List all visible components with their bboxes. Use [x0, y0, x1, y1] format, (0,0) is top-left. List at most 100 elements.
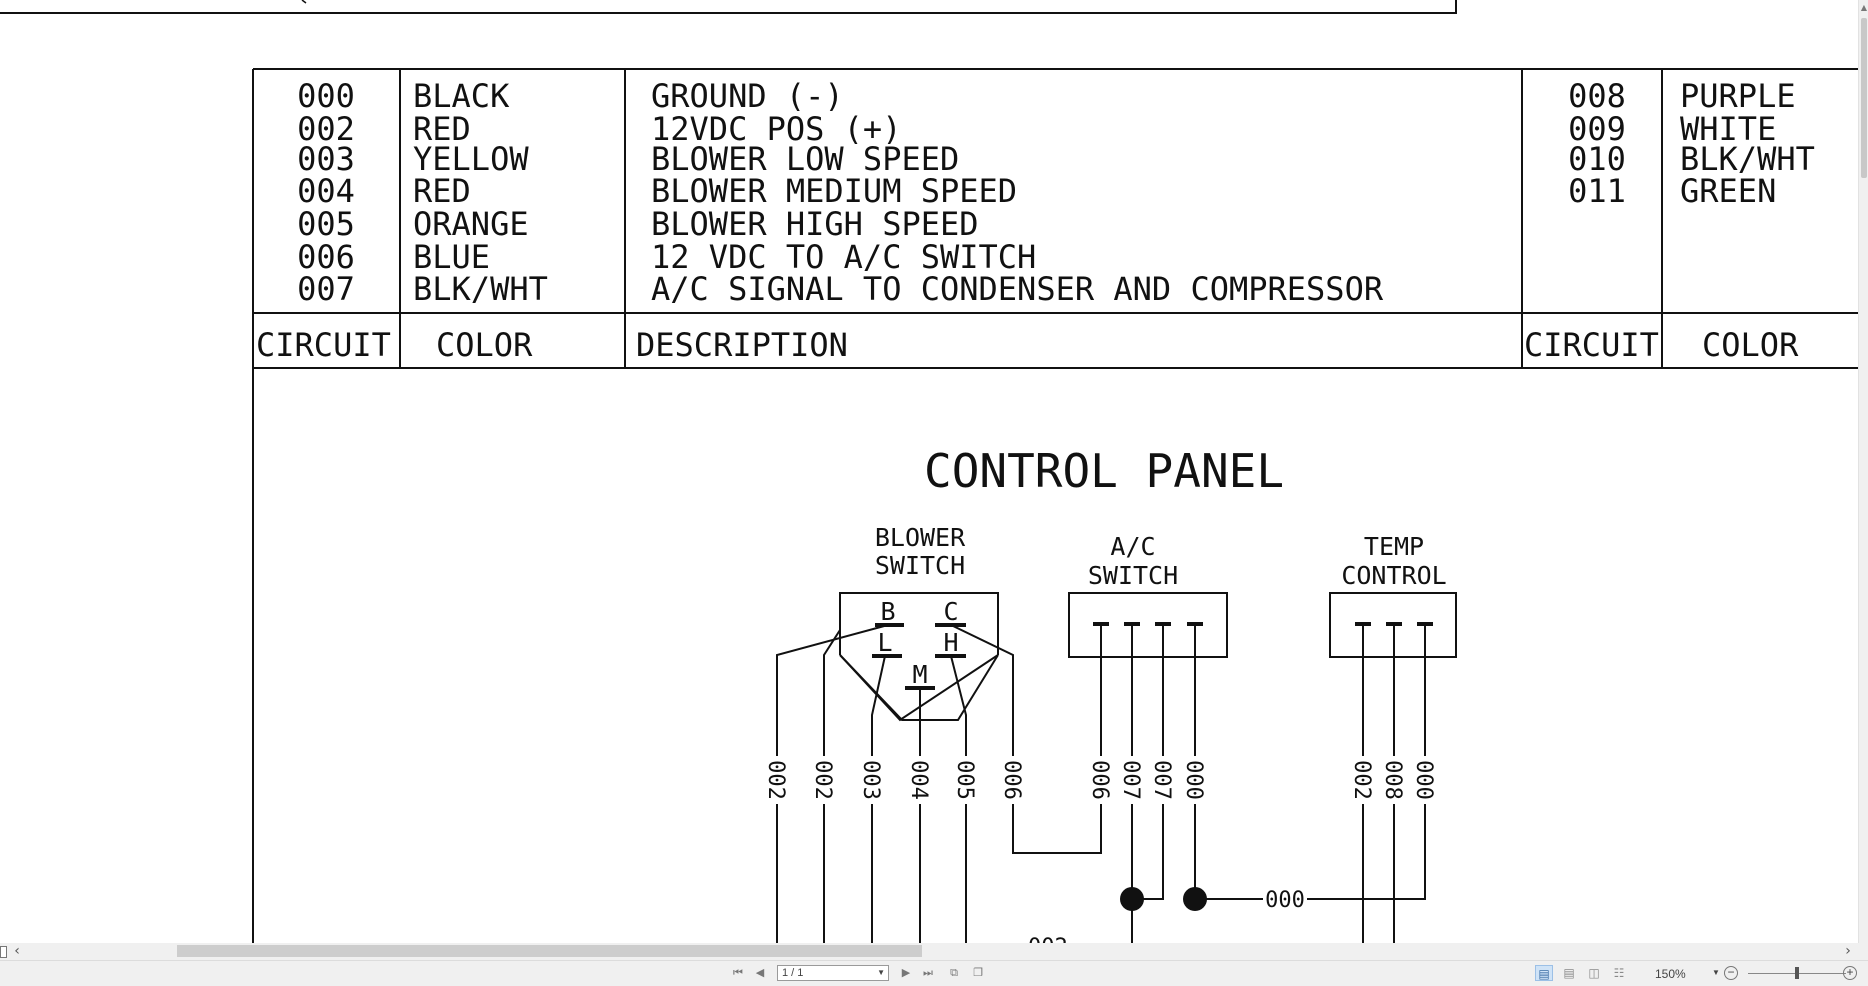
wire-label-bg: [909, 756, 931, 804]
legend-color-006: BLUE: [413, 238, 490, 276]
wire-label-bg: [1002, 756, 1024, 804]
legend-color-009: WHITE: [1680, 110, 1776, 148]
header-circuit-right: CIRCUIT: [1524, 326, 1659, 364]
legend-color-010: BLK/WHT: [1680, 140, 1815, 178]
legend-circuit-002: 002: [297, 110, 355, 148]
ac-switch-box: [1068, 592, 1228, 658]
chevron-down-icon: ▼: [877, 968, 885, 977]
legend-color-002: RED: [413, 110, 471, 148]
wire-label-bg: [861, 756, 883, 804]
legend-circuit-010: 010: [1568, 140, 1626, 178]
header-color: COLOR: [436, 326, 533, 364]
wire-label-005: 005: [952, 760, 977, 800]
blower-switch-label-line2: SWITCH: [875, 551, 965, 580]
legend-description-007: A/C SIGNAL TO CONDENSER AND COMPRESSOR: [651, 270, 1384, 308]
legend-circuit-011: 011: [1568, 172, 1626, 210]
horizontal-scroll-thumb[interactable]: [177, 945, 922, 957]
junction-dot-000: [1183, 887, 1207, 911]
terminal-b-label: B: [880, 597, 895, 626]
single-page-view-icon[interactable]: ▤: [1535, 965, 1553, 981]
scroll-left-arrow-icon[interactable]: ‹: [14, 943, 20, 959]
wire-label-002: 002: [810, 760, 835, 800]
header-circuit: CIRCUIT: [256, 326, 391, 364]
legend-color-003: YELLOW: [413, 140, 529, 178]
vertical-scrollbar[interactable]: ▲: [1858, 0, 1868, 943]
legend-description-002: 12VDC POS (+): [651, 110, 901, 148]
scroll-right-arrow-icon[interactable]: ›: [1845, 943, 1851, 959]
blower-switch-label-line1: BLOWER: [875, 523, 966, 552]
rotate-page-icon[interactable]: ⧉: [950, 967, 958, 979]
zoom-menu-chevron-icon[interactable]: ▼: [1712, 968, 1720, 977]
legend-description-003: BLOWER LOW SPEED: [651, 140, 959, 178]
wire-label-bg: [1414, 756, 1436, 804]
terminal-m-label: M: [912, 660, 927, 689]
legend-color-005: ORANGE: [413, 205, 529, 243]
wire-color-legend-table: [252, 68, 1858, 943]
previous-page-icon[interactable]: ◀: [755, 967, 765, 979]
wire-label-bg: [955, 756, 977, 804]
status-bar: ⏮ ◀ 1 / 1 ▼ ▶ ⏭ ⧉ ❐ ▤ ▤ ◫ ☷ 150% ▼ − +: [0, 960, 1868, 986]
wire-label-008: 008: [1380, 760, 1405, 800]
first-page-icon[interactable]: ⏮: [733, 967, 743, 979]
ground-bus-label: 000: [1265, 888, 1305, 913]
wire-label-007: 007: [1118, 760, 1143, 800]
wire-006: [950, 624, 1102, 854]
page-selector[interactable]: 1 / 1 ▼: [777, 965, 889, 981]
continuous-facing-view-icon[interactable]: ☷: [1613, 966, 1625, 980]
wire-002-a: [776, 624, 889, 943]
horizontal-scrollbar[interactable]: ‹ ›: [0, 943, 1868, 960]
wire-label-bg: [1352, 756, 1374, 804]
wire-label-000: 000: [1411, 760, 1436, 800]
wire-label-002: 002: [763, 760, 788, 800]
facing-view-icon[interactable]: ◫: [1588, 966, 1600, 980]
legend-circuit-005: 005: [297, 205, 355, 243]
legend-color-008: PURPLE: [1680, 77, 1796, 115]
ground-bus-label-bg: [1263, 888, 1307, 910]
terminal-l-label: L: [877, 628, 892, 657]
legend-color-007: BLK/WHT: [413, 270, 548, 308]
junction-dot-007: [1120, 887, 1144, 911]
wire-label-004: 004: [906, 760, 931, 800]
legend-circuit-003: 003: [297, 140, 355, 178]
vertical-scroll-thumb[interactable]: [1861, 18, 1867, 178]
last-page-icon[interactable]: ⏭: [923, 967, 933, 979]
header-description: DESCRIPTION: [636, 326, 848, 364]
legend-circuit-000: 000: [297, 77, 355, 115]
scroll-corner-box: [0, 946, 7, 958]
partial-wire-label: 002: [1028, 935, 1068, 943]
terminal-h-label: H: [943, 628, 958, 657]
wire-label-006: 006: [999, 760, 1024, 800]
previous-frame-fragment: [301, 0, 307, 4]
zoom-level: 150%: [1655, 967, 1686, 981]
legend-circuit-009: 009: [1568, 110, 1626, 148]
wire-label-bg: [1090, 756, 1112, 804]
legend-description-006: 12 VDC TO A/C SWITCH: [651, 238, 1036, 276]
wire-label-bg: [813, 756, 835, 804]
scroll-up-arrow-icon[interactable]: ▲: [1860, 3, 1868, 12]
zoom-in-icon[interactable]: +: [1843, 966, 1857, 980]
wire-005: [950, 655, 967, 943]
legend-description-000: GROUND (-): [651, 77, 844, 115]
wire-002-b: [823, 629, 841, 943]
wire-label-bg: [766, 756, 788, 804]
zoom-out-icon[interactable]: −: [1724, 966, 1738, 980]
zoom-slider-knob[interactable]: [1795, 967, 1799, 979]
legend-description-005: BLOWER HIGH SPEED: [651, 205, 979, 243]
wire-label-000: 000: [1181, 760, 1206, 800]
legend-color-004: RED: [413, 172, 471, 210]
blower-switch-housing: [839, 592, 999, 655]
copy-page-icon[interactable]: ❐: [973, 967, 983, 979]
legend-circuit-006: 006: [297, 238, 355, 276]
blower-switch-outline: [839, 654, 999, 721]
temp-control-label-line1: TEMP: [1364, 532, 1424, 561]
next-page-icon[interactable]: ▶: [901, 967, 911, 979]
legend-color-011: GREEN: [1680, 172, 1776, 210]
terminal-c-label: C: [943, 597, 958, 626]
control-panel-title: CONTROL PANEL: [924, 444, 1284, 498]
continuous-view-icon[interactable]: ▤: [1563, 966, 1575, 980]
wire-003: [871, 655, 886, 943]
